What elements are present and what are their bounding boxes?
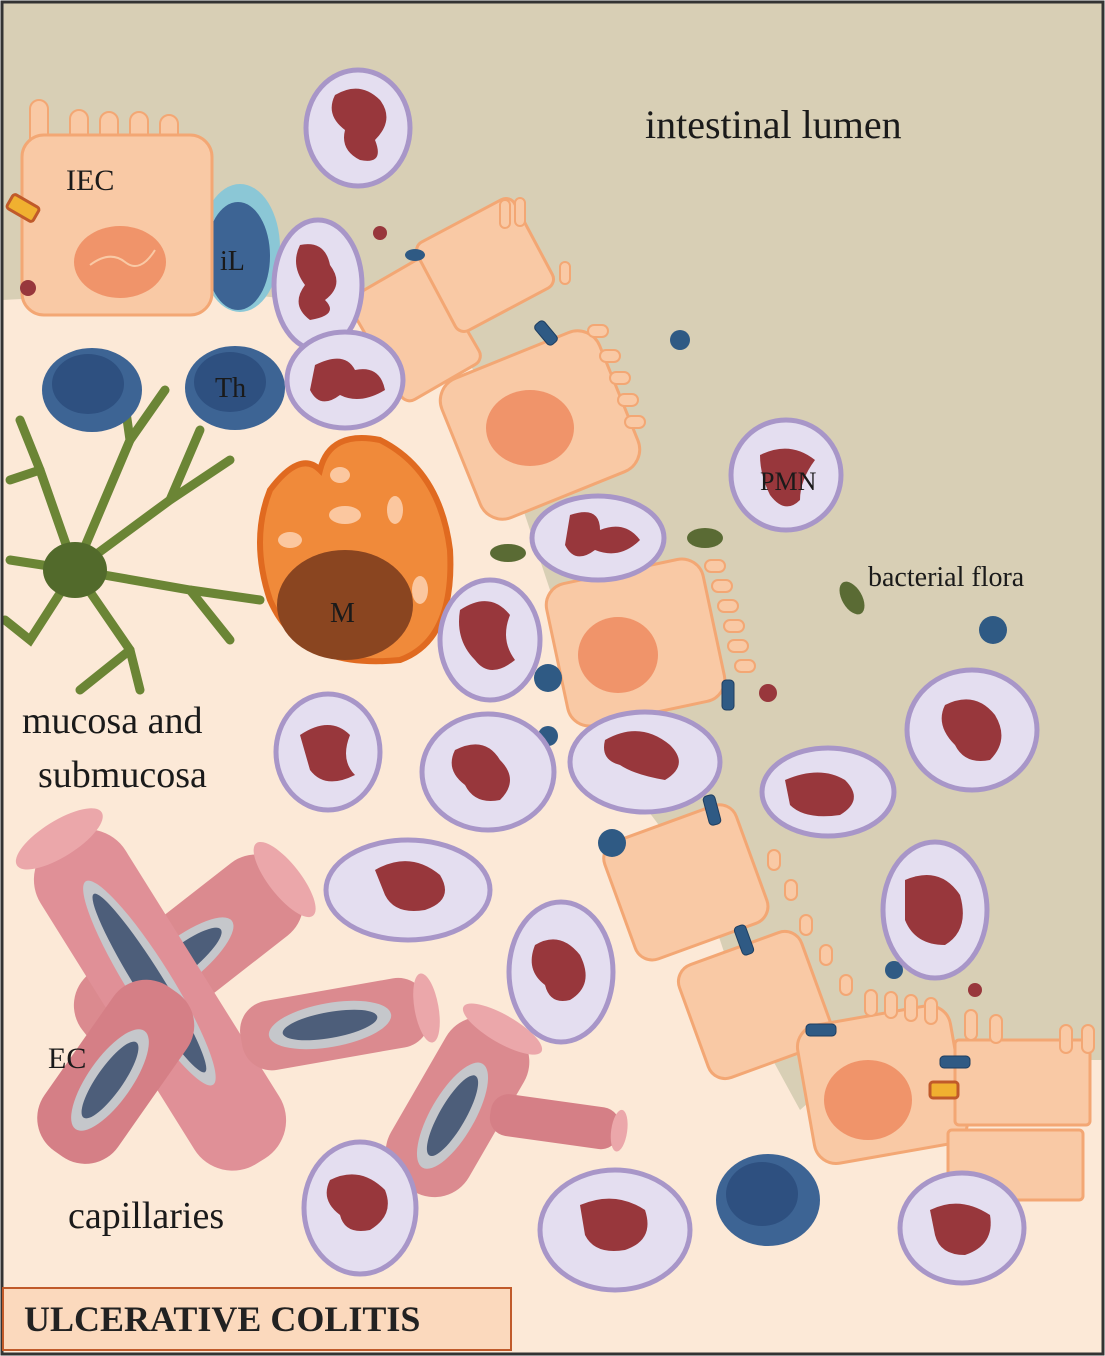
mucosa-label-line2: submucosa <box>38 754 207 796</box>
lumen-label: intestinal lumen <box>645 102 902 147</box>
title-text: ULCERATIVE COLITIS <box>24 1298 420 1340</box>
pmn-label: PMN <box>760 467 817 496</box>
macrophage-label: M <box>330 598 355 629</box>
bacteria-label: bacterial flora <box>868 562 1025 593</box>
mucosa-label-line1: mucosa and <box>22 700 202 742</box>
il-label: iL <box>220 246 245 277</box>
th-label: Th <box>215 373 246 404</box>
capillaries-label: capillaries <box>68 1195 224 1237</box>
diagram-title: ULCERATIVE COLITIS <box>2 1287 512 1351</box>
macrophage <box>260 438 450 661</box>
lymphocyte-bottom <box>716 1154 820 1246</box>
lymphocyte <box>42 348 142 432</box>
iec-label: IEC <box>66 164 114 197</box>
ec-label: EC <box>48 1042 86 1075</box>
